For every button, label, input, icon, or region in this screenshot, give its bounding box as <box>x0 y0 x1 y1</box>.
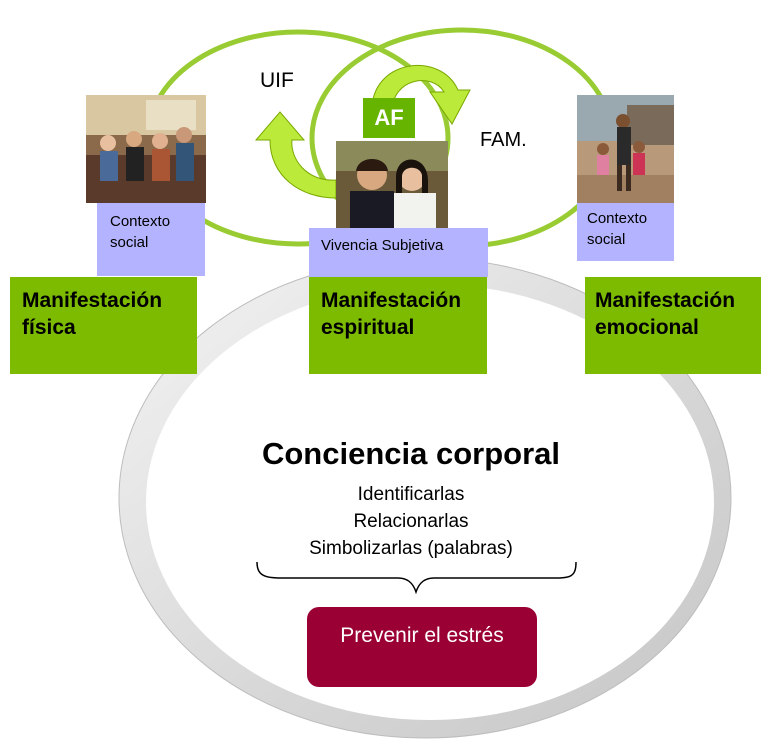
fam-label: FAM. <box>480 129 527 151</box>
body-awareness-title: Conciencia corporal <box>261 436 561 471</box>
prevent-stress-box: Prevenir el estrés <box>307 607 537 687</box>
context-social-right: Contexto social <box>577 203 674 261</box>
couple-photo <box>336 141 448 229</box>
physical-manifestation-box: Manifestación física <box>10 277 197 374</box>
body-awareness-ring <box>118 257 732 739</box>
grouping-brace <box>256 561 577 595</box>
subjective-experience-box: Vivencia Subjetiva <box>309 228 488 277</box>
step-relate: Relacionarlas <box>353 511 469 532</box>
af-badge: AF <box>363 98 415 138</box>
arrow-cycle-right-icon <box>371 65 471 125</box>
emotional-manifestation-box: Manifestación emocional <box>585 277 761 374</box>
step-identify: Identificarlas <box>357 484 465 505</box>
uif-label: UIF <box>260 69 294 92</box>
step-symbolize: Simbolizarlas (palabras) <box>309 538 513 559</box>
arrow-to-uif-icon <box>254 111 337 199</box>
context-social-left: Contexto social <box>97 203 205 276</box>
group-meeting-photo <box>86 95 206 203</box>
spiritual-manifestation-box: Manifestación espiritual <box>309 277 487 374</box>
family-photo <box>577 95 674 203</box>
